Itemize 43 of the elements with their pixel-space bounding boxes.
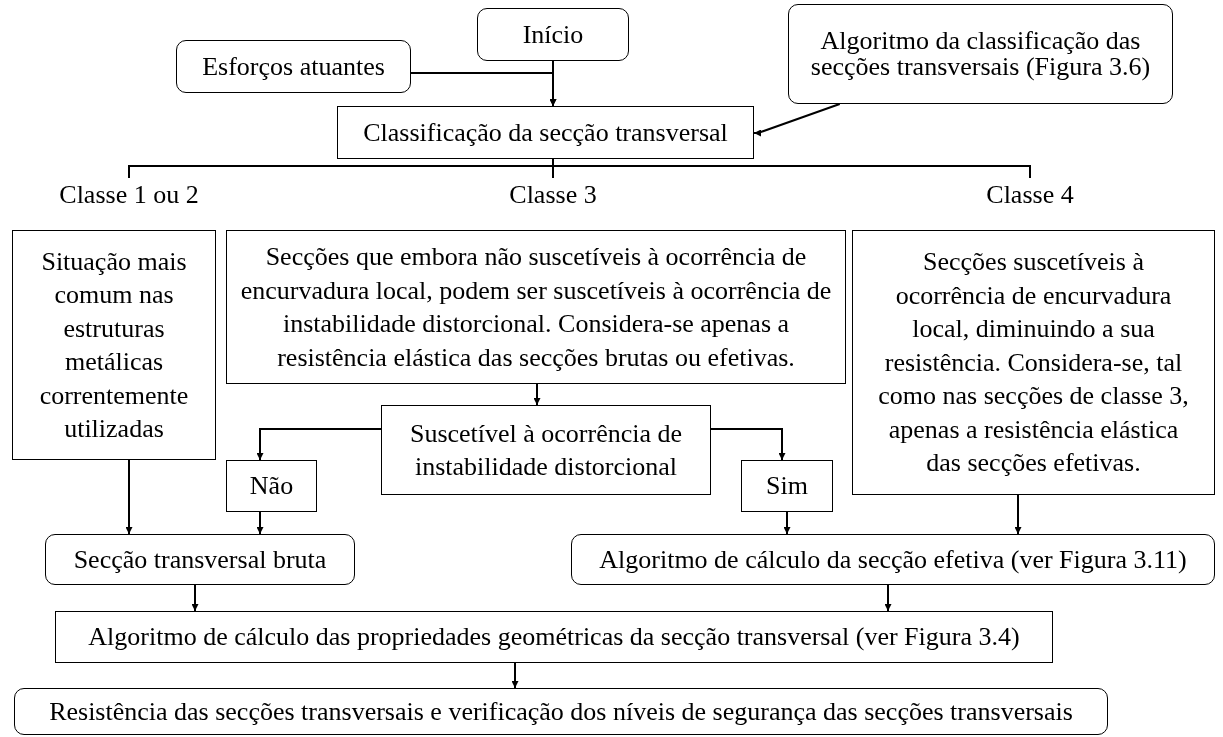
arrow bbox=[511, 662, 519, 689]
terminal-box bbox=[477, 8, 629, 61]
node-text: Algoritmo da classificação das secções transversais (Figura 3.6) bbox=[809, 28, 1152, 80]
arrow bbox=[256, 428, 382, 461]
arrow bbox=[410, 72, 557, 107]
class-label: Classe 3 bbox=[509, 182, 597, 208]
arrow bbox=[1014, 494, 1022, 535]
arrow bbox=[256, 511, 264, 535]
class-label: Classe 4 bbox=[986, 182, 1074, 208]
arrow bbox=[710, 428, 786, 461]
arrow bbox=[191, 584, 199, 612]
process-box bbox=[852, 230, 1215, 495]
process-box bbox=[226, 460, 317, 512]
process-box bbox=[381, 405, 711, 495]
arrow bbox=[125, 459, 133, 535]
process-box bbox=[337, 106, 754, 159]
node-text: Algoritmo de cálculo das propriedades geométricas da secção transversal (ver Figura 3.4) bbox=[88, 624, 1020, 650]
terminal-box bbox=[14, 688, 1108, 735]
node-text: Classificação da secção transversal bbox=[363, 119, 728, 146]
node-text: Esforços atuantes bbox=[202, 53, 385, 80]
class-label: Classe 1 ou 2 bbox=[59, 182, 199, 208]
process-box bbox=[12, 230, 216, 460]
terminal-box bbox=[788, 4, 1173, 104]
arrow bbox=[753, 103, 841, 137]
terminal-box bbox=[571, 534, 1215, 585]
terminal-box bbox=[45, 534, 355, 585]
node-text: Secções suscetíveis à ocorrência de encurvadura local, diminuindo a sua resistência. Considera-se, tal como nas secções de classe 3, apenas a resistência elástica das secções efetivas. bbox=[877, 246, 1190, 480]
arrow bbox=[533, 383, 541, 406]
process-box bbox=[226, 230, 846, 384]
process-box bbox=[741, 460, 833, 512]
arrow bbox=[783, 511, 791, 535]
node-text: Resistência das secções transversais e verificação dos níveis de segurança das secções transversais bbox=[49, 698, 1073, 725]
node-text: Início bbox=[522, 21, 584, 48]
node-text: Não bbox=[249, 473, 294, 499]
node-text: Situação mais comum nas estruturas metálicas correntemente utilizadas bbox=[38, 245, 190, 445]
node-text: Sim bbox=[766, 473, 808, 499]
terminal-box bbox=[176, 40, 411, 93]
arrow bbox=[884, 584, 892, 612]
node-text: Secção transversal bruta bbox=[73, 546, 327, 573]
process-box bbox=[55, 611, 1053, 663]
node-text: Secções que embora não suscetíveis à ocorrência de encurvadura local, podem ser suscetíveis à ocorrência de instabilidade distorcional. Considera-se apenas a resistência elástica das secções brutas ou efetivas. bbox=[239, 241, 833, 374]
node-text: Suscetível à ocorrência de instabilidade distorcional bbox=[408, 417, 684, 483]
node-text: Algoritmo de cálculo da secção efetiva (ver Figura 3.11) bbox=[599, 546, 1187, 573]
